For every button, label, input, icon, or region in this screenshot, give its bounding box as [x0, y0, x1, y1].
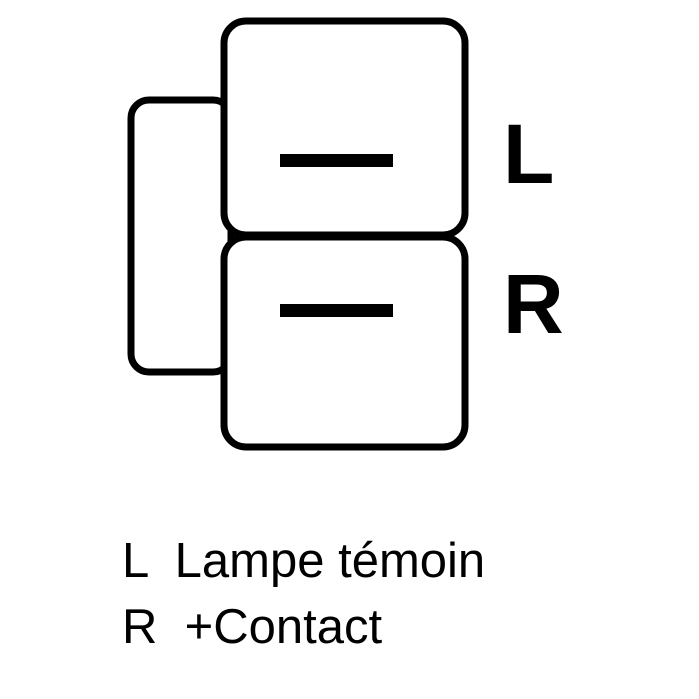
terminal-r-blade — [280, 304, 393, 317]
legend-text: +Contact — [184, 600, 383, 654]
legend-item-l: L Lampe témoin — [122, 537, 485, 586]
legend-item-r: R +Contact — [122, 603, 382, 652]
legend-code: L — [122, 534, 148, 588]
pin-label-r: R — [503, 257, 564, 351]
terminal-l-box — [220, 17, 469, 239]
legend-text: Lampe témoin — [174, 534, 486, 588]
side-housing — [127, 96, 235, 376]
pin-label-l: L — [503, 107, 555, 201]
terminal-l-blade — [280, 154, 393, 167]
terminal-r-box — [220, 233, 469, 451]
legend-code: R — [122, 600, 158, 654]
